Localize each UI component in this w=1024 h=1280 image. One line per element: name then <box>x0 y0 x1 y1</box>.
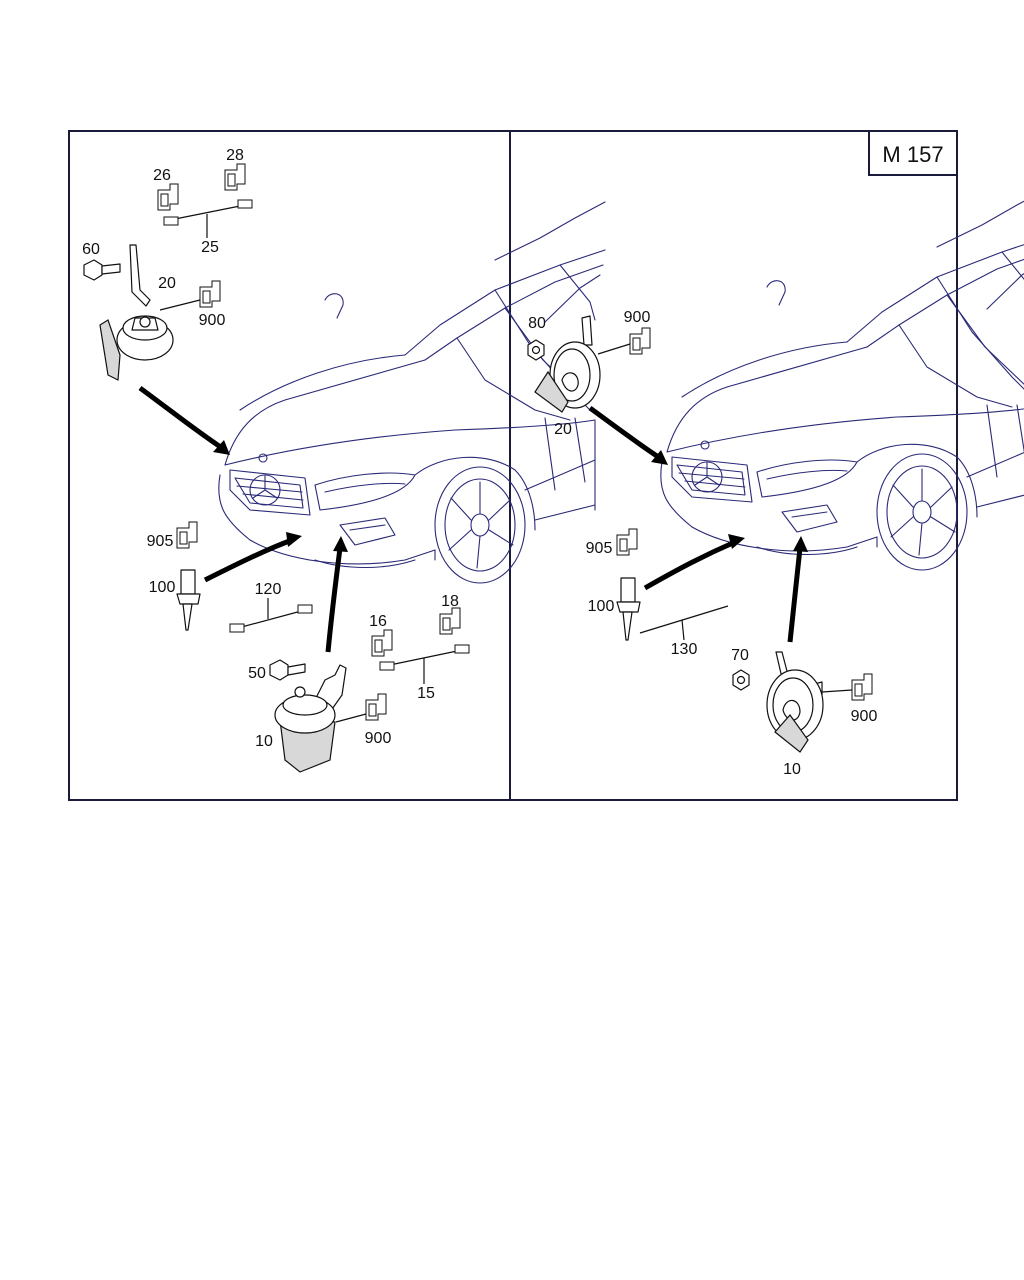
left-bolt-60 <box>83 259 121 281</box>
right-tag-900-lower <box>851 673 873 701</box>
left-tag-26 <box>157 183 179 211</box>
right-horn-20 <box>534 315 601 413</box>
left-label-25: 25 <box>201 239 219 256</box>
left-sensor-100 <box>176 569 201 631</box>
left-bolt-50 <box>269 659 306 681</box>
left-label-120: 120 <box>255 581 282 598</box>
right-label-70: 70 <box>731 647 749 664</box>
left-label-905: 905 <box>147 533 174 550</box>
diagram-id-box <box>868 130 958 176</box>
left-tag-900-upper <box>199 280 221 308</box>
diagram-frame <box>68 130 958 801</box>
left-panel: 26 28 25 60 20 900 905 <box>82 147 606 773</box>
left-label-26: 26 <box>153 167 171 184</box>
left-label-18: 18 <box>441 593 459 610</box>
left-tag-18 <box>439 607 461 635</box>
left-label-100: 100 <box>149 579 176 596</box>
right-label-900-lower: 900 <box>851 708 878 725</box>
right-label-900-upper: 900 <box>624 309 651 326</box>
left-horn-10 <box>274 664 347 773</box>
left-label-10: 10 <box>255 733 273 750</box>
right-label-100: 100 <box>588 598 615 615</box>
right-label-905: 905 <box>586 540 613 557</box>
right-label-80: 80 <box>528 315 546 332</box>
left-label-900-upper: 900 <box>199 312 226 329</box>
left-tag-28 <box>224 163 246 191</box>
left-horn-20 <box>99 244 174 381</box>
left-label-900-lower: 900 <box>365 730 392 747</box>
left-label-28: 28 <box>226 147 244 164</box>
right-panel: 80 20 900 905 100 130 <box>527 188 1024 778</box>
left-label-60: 60 <box>82 241 100 258</box>
left-label-50: 50 <box>248 665 266 682</box>
right-sensor-100 <box>616 577 641 641</box>
right-nut-80 <box>527 339 545 361</box>
left-tag-900-lower <box>365 693 387 721</box>
diagram-id: M 157 <box>882 142 943 167</box>
right-nut-70 <box>732 669 750 691</box>
left-label-15: 15 <box>417 685 435 702</box>
left-label-16: 16 <box>369 613 387 630</box>
right-tag-905 <box>616 528 638 556</box>
left-label-20: 20 <box>158 275 176 292</box>
right-label-10: 10 <box>783 761 801 778</box>
right-label-20: 20 <box>554 421 572 438</box>
right-label-130: 130 <box>671 641 698 658</box>
left-tag-16 <box>371 629 393 657</box>
right-tag-900-upper <box>629 327 651 355</box>
left-tag-905 <box>176 521 198 549</box>
right-horn-10 <box>766 651 824 753</box>
right-car-illustration <box>660 188 1024 571</box>
